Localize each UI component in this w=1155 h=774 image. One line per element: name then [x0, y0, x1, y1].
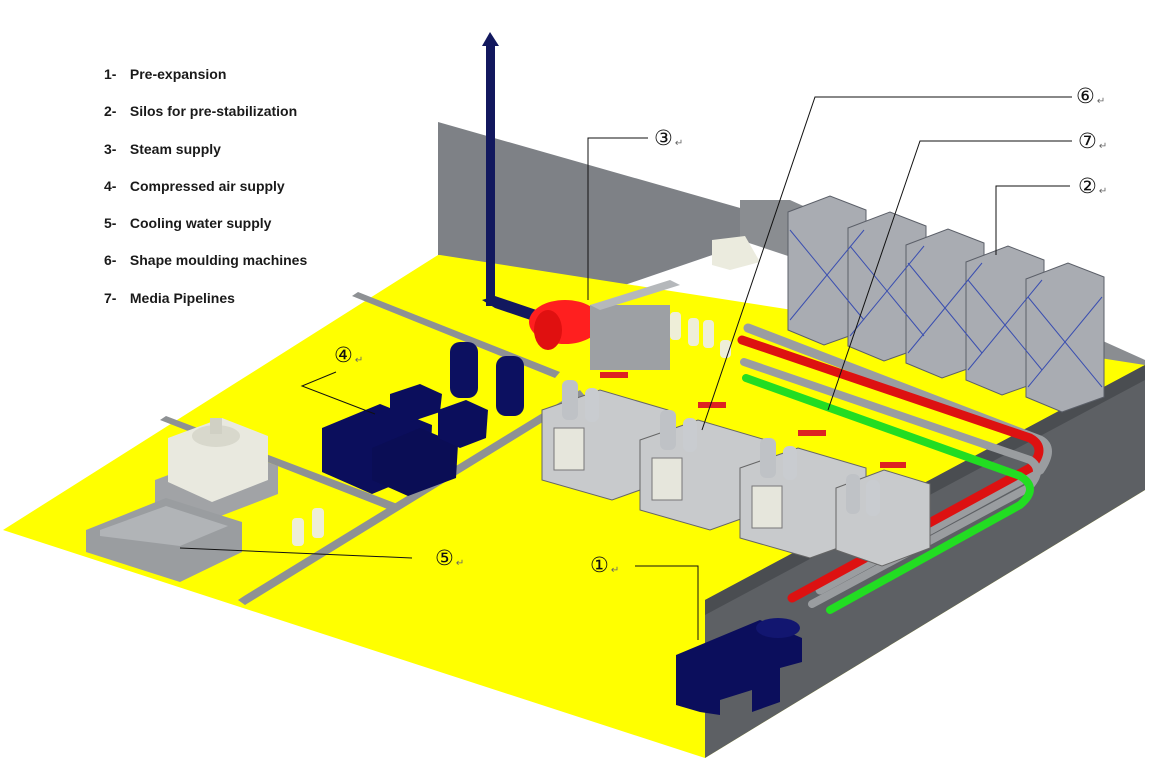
return-mark-icon: ↵ — [610, 565, 620, 576]
legend-label: Silos for pre-stabilization — [129, 103, 298, 120]
callout-3: ③↵ — [654, 128, 683, 149]
air-tank-b — [496, 356, 524, 416]
legend-number: 7- — [104, 289, 117, 306]
legend-item: 1- Pre-expansion — [104, 66, 307, 103]
silos — [787, 195, 1105, 413]
callout-number: ⑦ — [1078, 129, 1097, 153]
return-mark-icon: ↵ — [674, 138, 684, 149]
legend-label: Pre-expansion — [129, 66, 227, 82]
leader-7 — [827, 140, 1072, 411]
callout-number: ③ — [654, 126, 673, 150]
legend-label: Compressed air supply — [129, 177, 285, 194]
leader-6 — [701, 96, 1072, 431]
compressor-b — [372, 428, 458, 496]
legend-label: Cooling water supply — [129, 215, 272, 232]
legend-item: 3- Steam supply — [104, 141, 307, 178]
callout-2: ②↵ — [1078, 176, 1107, 197]
callout-1: ①↵ — [590, 555, 619, 576]
steam-tank-a — [670, 312, 681, 340]
water-tank-a — [292, 518, 304, 546]
cooling-tower-top — [210, 418, 222, 434]
return-mark-icon: ↵ — [455, 558, 465, 569]
leader-4 — [300, 371, 376, 415]
legend-number: 1- — [104, 66, 117, 82]
callout-number: ⑥ — [1076, 84, 1095, 108]
callout-6: ⑥↵ — [1076, 86, 1105, 107]
steam-tank-c — [703, 320, 714, 348]
steam-tank-b — [688, 318, 699, 346]
callout-5: ⑤↵ — [435, 548, 464, 569]
stack-arrow-icon — [482, 32, 499, 46]
callout-number: ④ — [334, 343, 353, 367]
callout-7: ⑦↵ — [1078, 131, 1107, 152]
compressor-d — [438, 400, 488, 448]
legend-number: 5- — [104, 215, 117, 232]
legend-number: 6- — [104, 252, 117, 269]
legend: 1- Pre-expansion 2- Silos for pre-stabil… — [104, 66, 307, 327]
steam-boiler-end — [534, 310, 562, 350]
leader-1 — [635, 565, 699, 640]
water-basin-inner — [100, 506, 228, 546]
callout-number: ⑤ — [435, 546, 454, 570]
compressor-c — [390, 384, 442, 422]
machine-1 — [541, 372, 669, 501]
leader-lines — [179, 96, 1072, 640]
exhaust-stack — [486, 44, 495, 306]
legend-label: Media Pipelines — [129, 289, 235, 306]
steam-room-roof — [590, 280, 680, 310]
water-tank-b — [312, 508, 324, 538]
media-pipelines — [737, 323, 1052, 614]
leader-2 — [995, 185, 1070, 255]
return-mark-icon: ↵ — [1098, 186, 1108, 197]
air-tank-a — [450, 342, 478, 398]
legend-number: 2- — [104, 103, 117, 120]
return-mark-icon: ↵ — [354, 355, 364, 366]
pre-expander — [676, 620, 802, 715]
callout-number: ② — [1078, 174, 1097, 198]
legend-number: 3- — [104, 140, 117, 157]
machine-3 — [739, 430, 867, 559]
return-mark-icon: ↵ — [1096, 96, 1106, 107]
leader-3 — [587, 137, 648, 300]
machine-4 — [835, 462, 931, 567]
legend-number: 4- — [104, 177, 117, 194]
steam-room-wall — [590, 305, 670, 370]
legend-item: 4- Compressed air supply — [104, 178, 307, 215]
legend-item: 5- Cooling water supply — [104, 215, 307, 252]
silo-5 — [1025, 262, 1105, 413]
pipe-green — [742, 374, 1034, 614]
wall-box — [712, 236, 760, 270]
legend-item: 2- Silos for pre-stabilization — [104, 103, 307, 140]
callout-4: ④↵ — [334, 345, 363, 366]
leader-5 — [179, 547, 413, 559]
cooling-tower-fan — [192, 425, 240, 447]
pipe-red — [737, 335, 1044, 603]
silo-bracing — [789, 229, 1103, 388]
moulding-machines — [541, 372, 931, 567]
return-mark-icon: ↵ — [1098, 141, 1108, 152]
legend-label: Steam supply — [129, 140, 221, 157]
legend-label: Shape moulding machines — [129, 252, 308, 269]
pre-expander-top — [756, 618, 800, 638]
back-wall-left — [438, 122, 800, 290]
legend-item: 7- Media Pipelines — [104, 290, 307, 327]
machine-2 — [639, 402, 767, 531]
legend-item: 6- Shape moulding machines — [104, 252, 307, 289]
duct-long — [238, 390, 585, 605]
callout-number: ① — [590, 553, 609, 577]
